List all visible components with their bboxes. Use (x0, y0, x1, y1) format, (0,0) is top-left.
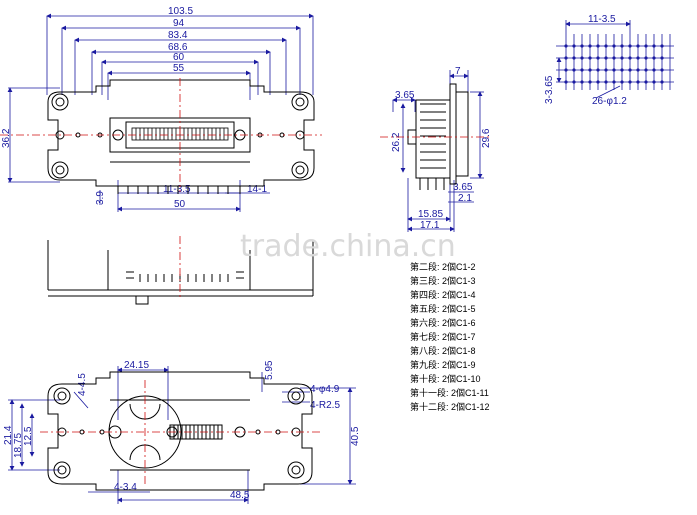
dim-3-65-bottom: 3.65 (453, 182, 473, 193)
top-body-outline (47, 79, 315, 187)
top-pins (117, 186, 241, 194)
dim-pin-26-phi: 26-φ1.2 (592, 96, 627, 107)
spec-line: 第二段: 2個C1-2 (410, 261, 476, 272)
dim-18-75: 18.75 (13, 433, 24, 458)
top-dimension-labels: 103.5 94 83.4 68.6 60 55 36.2 3.9 11-3.5… (1, 6, 267, 210)
dim-14-1: 14-1 (247, 184, 267, 195)
dim-103-5: 103.5 (168, 6, 193, 17)
top-dimension-lines (7, 13, 314, 212)
top-view: 103.5 94 83.4 68.6 60 55 36.2 3.9 11-3.5… (0, 6, 322, 212)
side-body-outline (407, 83, 469, 190)
spec-line: 第十二段: 2個C1-12 (410, 401, 490, 412)
side-dimension-lines (392, 70, 484, 232)
dim-55: 55 (173, 63, 185, 74)
dim-26-2: 26.2 (391, 132, 402, 152)
spec-line: 第六段: 2個C1-6 (410, 317, 476, 328)
section-view (47, 236, 314, 305)
watermark: trade.china.cn (240, 229, 456, 264)
bottom-center-lines (40, 380, 320, 486)
spec-list: 第二段: 2個C1-2 第三段: 2個C1-3 第四段: 2個C1-4 第五段:… (410, 261, 490, 412)
spec-line: 第十段: 2個C1-10 (410, 373, 481, 384)
dim-60: 60 (173, 52, 185, 63)
dim-4-3-4: 4-3.4 (114, 482, 137, 493)
dim-5-95: 5.95 (264, 360, 275, 380)
dim-29-6: 29.6 (481, 128, 492, 148)
side-view: 7 3.65 26.2 29.6 3.65 2.1 15.85 17.1 (380, 66, 492, 232)
dim-pin-11-3-5: 11-3.5 (588, 14, 616, 25)
spec-line: 第十一段: 2個C1-11 (410, 387, 489, 398)
dim-68-6: 68.6 (168, 42, 188, 53)
dim-50: 50 (174, 199, 186, 210)
pin-dots (564, 44, 664, 84)
dim-24-15: 24.15 (124, 360, 149, 371)
dim-48-5: 48.5 (230, 490, 250, 501)
pin-detail-labels: 11-3.5 3-3.65 26-φ1.2 (544, 14, 627, 107)
spec-line: 第五段: 2個C1-5 (410, 303, 476, 314)
dim-12-5: 12.5 (23, 426, 34, 446)
dim-pin-3-3-65: 3-3.65 (544, 75, 555, 104)
dim-2-1: 2.1 (458, 193, 472, 204)
spec-line: 第三段: 2個C1-3 (410, 275, 476, 286)
dim-11-3-5: 11-3.5 (163, 184, 191, 195)
top-center-lines (0, 78, 322, 192)
dim-3-65-top: 3.65 (395, 90, 415, 101)
dim-15-85: 15.85 (418, 209, 443, 220)
spec-line: 第七段: 2個C1-7 (410, 331, 476, 342)
dim-94: 94 (173, 18, 185, 29)
pin-detail: 11-3.5 3-3.65 26-φ1.2 (544, 14, 674, 107)
dim-36-2: 36.2 (1, 128, 12, 148)
spec-line: 第九段: 2個C1-9 (410, 359, 476, 370)
dim-40-5: 40.5 (350, 426, 361, 446)
spec-line: 第四段: 2個C1-4 (410, 289, 476, 300)
dim-3-9: 3.9 (95, 191, 106, 205)
bottom-view: 24.15 4-4.5 5.95 4-φ4.9 4-R2.5 21.4 18.7… (3, 360, 361, 504)
dim-4-r2-5: 4-R2.5 (310, 400, 340, 411)
dim-21-4: 21.4 (3, 425, 14, 445)
section-outline (47, 240, 314, 305)
dim-17-1: 17.1 (420, 220, 440, 231)
dim-83-4: 83.4 (168, 30, 188, 41)
spec-line: 第八段: 2個C1-8 (410, 345, 476, 356)
dim-4-phi-4-9: 4-φ4.9 (310, 384, 340, 395)
side-dimension-labels: 7 3.65 26.2 29.6 3.65 2.1 15.85 17.1 (391, 66, 492, 231)
dim-7: 7 (455, 66, 461, 77)
